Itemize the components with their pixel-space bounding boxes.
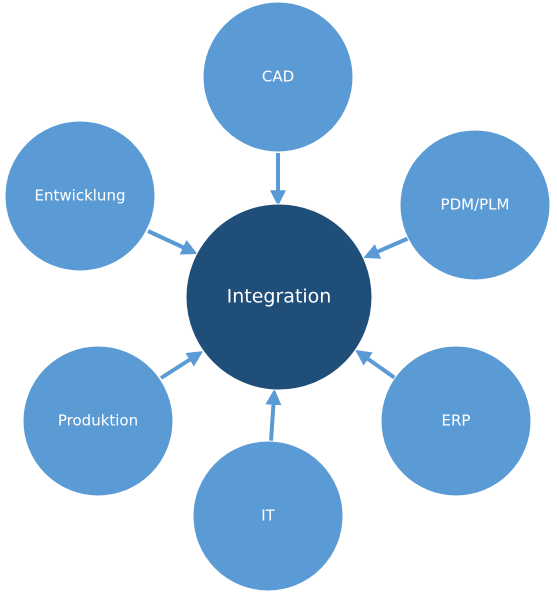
center-node-label: Integration — [227, 286, 332, 308]
node-produktion-label: Produktion — [58, 412, 138, 430]
arrow-produktion-to-center — [159, 351, 204, 380]
center-node: Integration — [185, 203, 373, 391]
node-cad-label: CAD — [262, 68, 294, 86]
node-erp-circle — [380, 345, 532, 497]
node-produktion: Produktion — [22, 345, 174, 497]
arrow-it-to-center — [265, 388, 282, 442]
arrow-entwicklung-to-center — [147, 229, 198, 255]
arrow-erp-to-center — [355, 349, 397, 380]
node-pdm-plm: PDM/PLM — [399, 129, 551, 281]
node-pdm-plm-label: PDM/PLM — [441, 196, 510, 214]
node-produktion-circle — [22, 345, 174, 497]
node-it-circle — [192, 440, 344, 592]
node-cad-circle — [202, 1, 354, 153]
node-entwicklung: Entwicklung — [4, 120, 156, 272]
node-cad: CAD — [202, 1, 354, 153]
node-entwicklung-label: Entwicklung — [35, 187, 126, 205]
node-erp-label: ERP — [442, 412, 471, 430]
node-it: IT — [192, 440, 344, 592]
node-pdm-plm-circle — [399, 129, 551, 281]
node-erp: ERP — [380, 345, 532, 497]
connector-arrows — [147, 153, 410, 442]
arrow-pdm-plm-to-center — [363, 236, 410, 259]
node-it-label: IT — [261, 507, 275, 525]
node-entwicklung-circle — [4, 120, 156, 272]
center-node-circle — [185, 203, 373, 391]
